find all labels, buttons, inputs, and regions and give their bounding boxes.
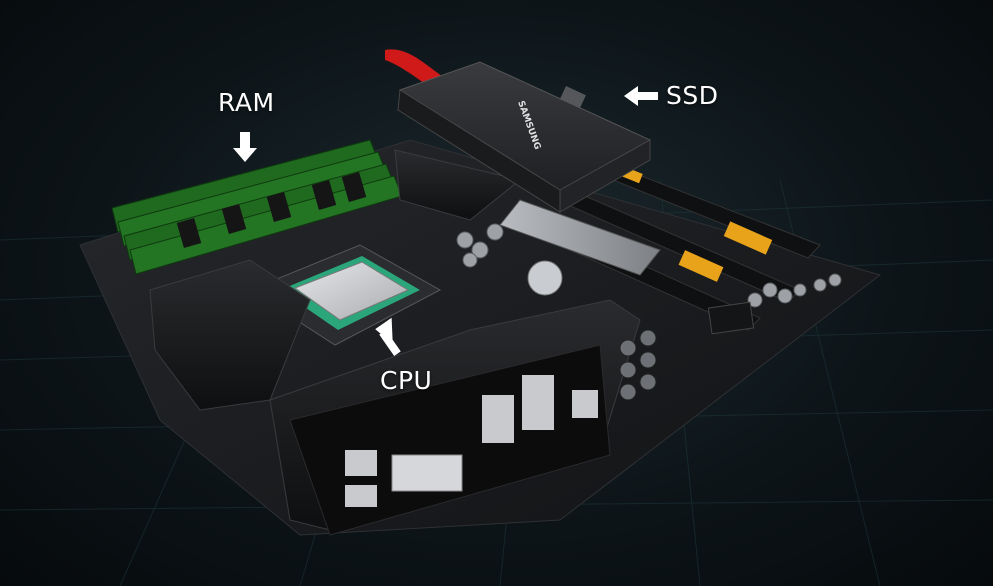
ssd (385, 49, 652, 213)
arrow-up-icon (375, 317, 401, 356)
cpu-ihs (293, 261, 410, 321)
cmos-battery (527, 260, 563, 296)
arrow-left-icon (624, 86, 658, 106)
io-panel (289, 329, 657, 536)
ssd-label: SSD (666, 81, 719, 110)
cpu-label: CPU (380, 366, 433, 395)
m2-heatsink (499, 199, 661, 276)
ram-label: RAM (218, 88, 275, 117)
chipset (707, 301, 755, 335)
vrm-heatsink-top (394, 149, 522, 221)
capacitors (456, 223, 842, 308)
arrow-down-icon (233, 132, 257, 162)
ram-modules (111, 139, 403, 275)
